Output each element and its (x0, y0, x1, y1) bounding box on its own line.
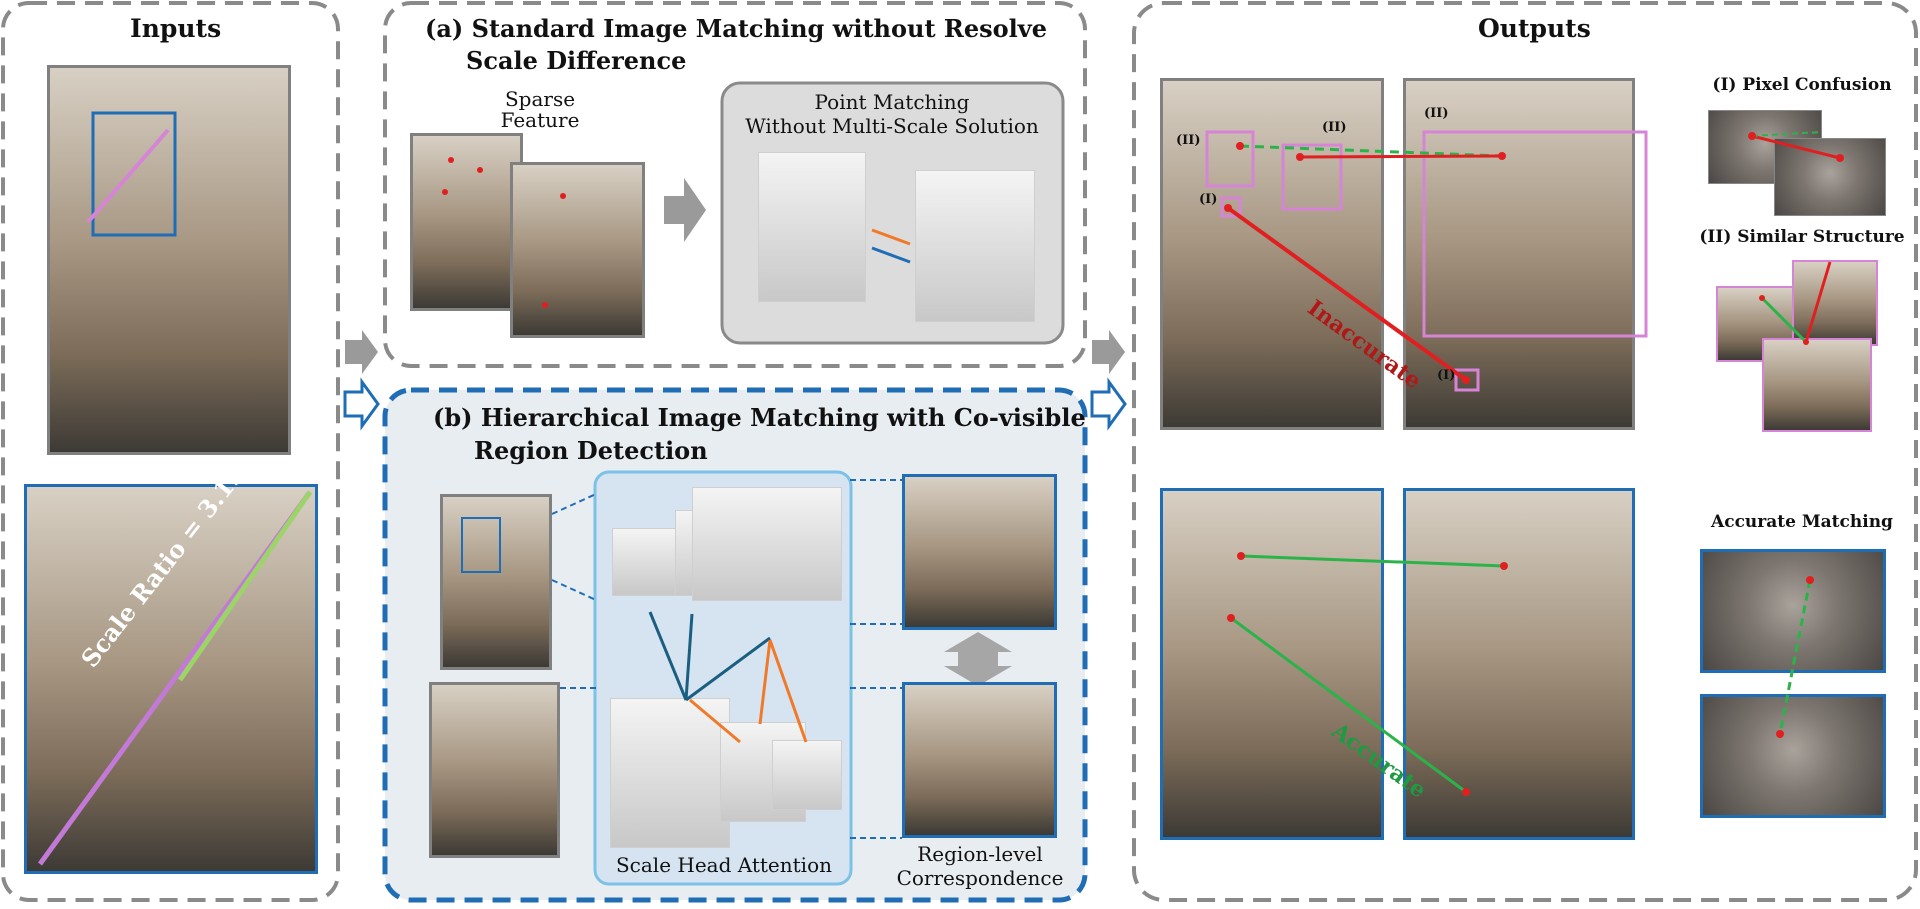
output-inaccurate-left (1160, 78, 1384, 430)
pyramid-top-small (612, 528, 680, 596)
outputs-frame (1132, 1, 1918, 902)
point-matching-label-line1: Point Matching (814, 90, 970, 114)
region-label-line2: Correspondence (896, 866, 1064, 890)
pyramid-bottom-large (610, 698, 730, 848)
point-matching-label-line2: Without Multi-Scale Solution (745, 114, 1039, 138)
accurate-zoom-top (1700, 549, 1886, 673)
mark-i-left: (I) (1199, 192, 1218, 207)
mark-ii-right: (II) (1424, 106, 1449, 121)
arrow-inputs-to-a-icon (345, 330, 378, 374)
pyramid-top-large (692, 487, 842, 601)
panel-a-title-line1: (a) Standard Image Matching without Reso… (425, 14, 1047, 43)
panel-b-input-top (440, 494, 552, 670)
panel-a-frame (383, 1, 1087, 368)
panel-b-title-line1: (b) Hierarchical Image Matching with Co-… (433, 403, 1086, 432)
mark-ii-middle: (II) (1322, 120, 1347, 135)
inputs-title: Inputs (130, 14, 222, 43)
sparse-image-right (510, 162, 645, 338)
faint-image-right (915, 170, 1035, 322)
mark-ii-left: (II) (1176, 133, 1201, 148)
region-correspondence-bottom (902, 682, 1057, 838)
pixel-confusion-zoom-b (1774, 138, 1886, 216)
region-label-line1: Region-level (917, 842, 1043, 866)
arrow-b-to-outputs-icon (1090, 377, 1127, 431)
pixel-confusion-label: (I) Pixel Confusion (1712, 75, 1892, 95)
arrow-sparse-to-matching-icon (664, 178, 706, 242)
panel-b-title-line2: Region Detection (474, 436, 708, 465)
panel-b-input-bottom (429, 682, 560, 858)
mark-i-right: (I) (1437, 368, 1456, 383)
similar-structure-zoom-c (1762, 338, 1872, 432)
accurate-zoom-bottom (1700, 694, 1886, 818)
double-arrow-icon (944, 632, 1012, 686)
outputs-title: Outputs (1478, 14, 1591, 43)
arrow-inputs-to-b-icon (343, 377, 380, 431)
panel-a-title-line2: Scale Difference (466, 46, 687, 75)
output-accurate-right (1403, 488, 1635, 840)
input-image-top (47, 65, 291, 455)
faint-image-left (758, 152, 866, 302)
inputs-frame (1, 1, 340, 902)
pyramid-bottom-small (772, 740, 842, 810)
output-inaccurate-right (1403, 78, 1635, 430)
accurate-matching-label: Accurate Matching (1711, 512, 1893, 532)
similar-structure-label: (II) Similar Structure (1699, 227, 1905, 247)
output-accurate-left (1160, 488, 1384, 840)
arrow-a-to-outputs-icon (1092, 330, 1125, 374)
region-correspondence-top (902, 474, 1057, 630)
scale-head-label: Scale Head Attention (615, 853, 832, 877)
sparse-feature-label: Sparse Feature (500, 87, 580, 132)
similar-structure-zoom-b (1792, 260, 1878, 346)
